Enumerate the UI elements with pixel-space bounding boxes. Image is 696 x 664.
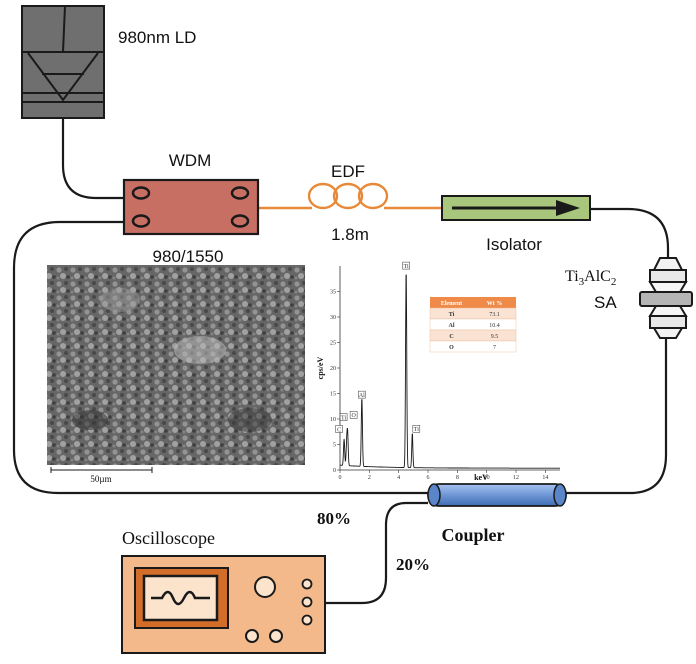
eds-peak-tag [339,413,348,421]
saturable-absorber[interactable] [639,257,693,339]
eds-table-cell: O [449,345,454,351]
eds-y-tick-label: 15 [330,392,336,398]
eds-y-tick-label: 35 [330,290,336,296]
wdm-to-ring-fiber [12,220,428,495]
eds-table-cell: Al [449,323,455,329]
sem-scale-bar [50,467,153,473]
sa-to-coupler-fiber [566,338,668,495]
sa-label: SA [594,293,617,312]
port-80-label: 80% [317,509,351,528]
eds-y-tick-label: 30 [330,315,336,321]
eds-peak-label: Ti [414,427,419,433]
isolator[interactable] [441,195,591,221]
eds-x-tick-label: 6 [427,475,430,481]
isolator-arrow-icon [556,200,580,216]
eds-y-tick-label: 10 [330,417,336,423]
isolator-to-sa-fiber [590,207,670,258]
eds-composition-table: Element Wt % Ti 73.1Al 10.4C 9.5O 7 [429,297,517,353]
eds-table-row [429,340,517,353]
oscilloscope-label: Oscilloscope [122,528,215,548]
oscilloscope-wave-icon [151,590,210,606]
oscilloscope[interactable] [121,555,326,654]
laser-to-wdm-fiber [61,118,124,200]
edf-coil-2 [332,182,364,210]
eds-peak-label: Ti [404,264,409,270]
eds-peak-label: Ti [341,415,346,421]
scope-knob-a[interactable] [301,578,313,590]
scope-port-right[interactable] [269,629,283,643]
eds-table-cell: 10.4 [489,323,500,329]
eds-y-tick-label: 0 [333,468,336,474]
eds-table-row [429,329,517,342]
wdm-ratio-label: 980/1550 [153,247,224,266]
isolator-label: Isolator [486,235,542,254]
eds-table-row [429,318,517,331]
eds-x-tick-label: 0 [339,475,342,481]
wdm-coupler[interactable] [122,178,260,236]
scope-knob-c[interactable] [301,614,313,626]
eds-x-tick-label: 4 [397,475,400,481]
eds-peak-tag [349,411,358,419]
eds-peak-label: C [337,427,341,433]
eds-table-header-cell: Element [441,301,462,307]
coupler[interactable] [427,483,567,507]
laser-label: 980nm LD [118,28,196,47]
sem-scale-label: 50µm [90,474,111,484]
edf-coil-3 [357,182,389,210]
eds-y-tick-label: 20 [330,366,336,372]
laser-diode[interactable] [21,5,105,119]
edf-length-label: 1.8m [331,225,369,244]
eds-x-label: keV [474,473,488,482]
eds-x-tick-label: 14 [542,475,548,481]
eds-table-cell: 73.1 [489,312,500,318]
eds-x-tick-label: 8 [456,475,459,481]
eds-table-cell: Ti [449,312,455,318]
sa-material-label: Ti3AlC2 [565,268,616,288]
eds-peak-label: Al [359,393,365,399]
eds-x-tick-label: 12 [513,475,519,481]
eds-x-tick-label: 2 [368,475,371,481]
scope-knob-large[interactable] [254,576,276,598]
sem-footer [47,465,305,485]
eds-peak-tag [402,261,410,270]
eds-table-cell: C [449,334,453,340]
coupler-to-scope-fiber [325,501,428,605]
fiber-paths [12,118,670,605]
eds-y-tick-label: 5 [333,443,336,449]
edf-coil-1 [307,182,339,210]
eds-spectrum-line [340,274,560,469]
eds-peak-label: O [351,413,356,419]
eds-y-tick-label: 25 [330,341,336,347]
coupler-label: Coupler [442,525,505,545]
eds-table-header [430,297,516,308]
eds-x-tick-label: 10 [484,475,490,481]
eds-peak-tag [412,425,421,433]
eds-table-cell: 7 [493,345,496,351]
eds-peak-tag [335,425,343,433]
eds-table-row [429,307,517,320]
wdm-label: WDM [169,151,211,170]
eds-y-label: cps/eV [316,356,325,379]
scope-knob-b[interactable] [301,596,313,608]
edf-fiber [258,182,442,210]
port-20-label: 20% [396,555,430,574]
eds-table-cell: 9.5 [491,334,499,340]
eds-table-header-cell: Wt % [487,301,503,307]
eds-peak-tag [358,390,366,399]
sem-image [47,265,305,465]
edf-label: EDF [331,162,365,181]
scope-port-left[interactable] [245,629,259,643]
